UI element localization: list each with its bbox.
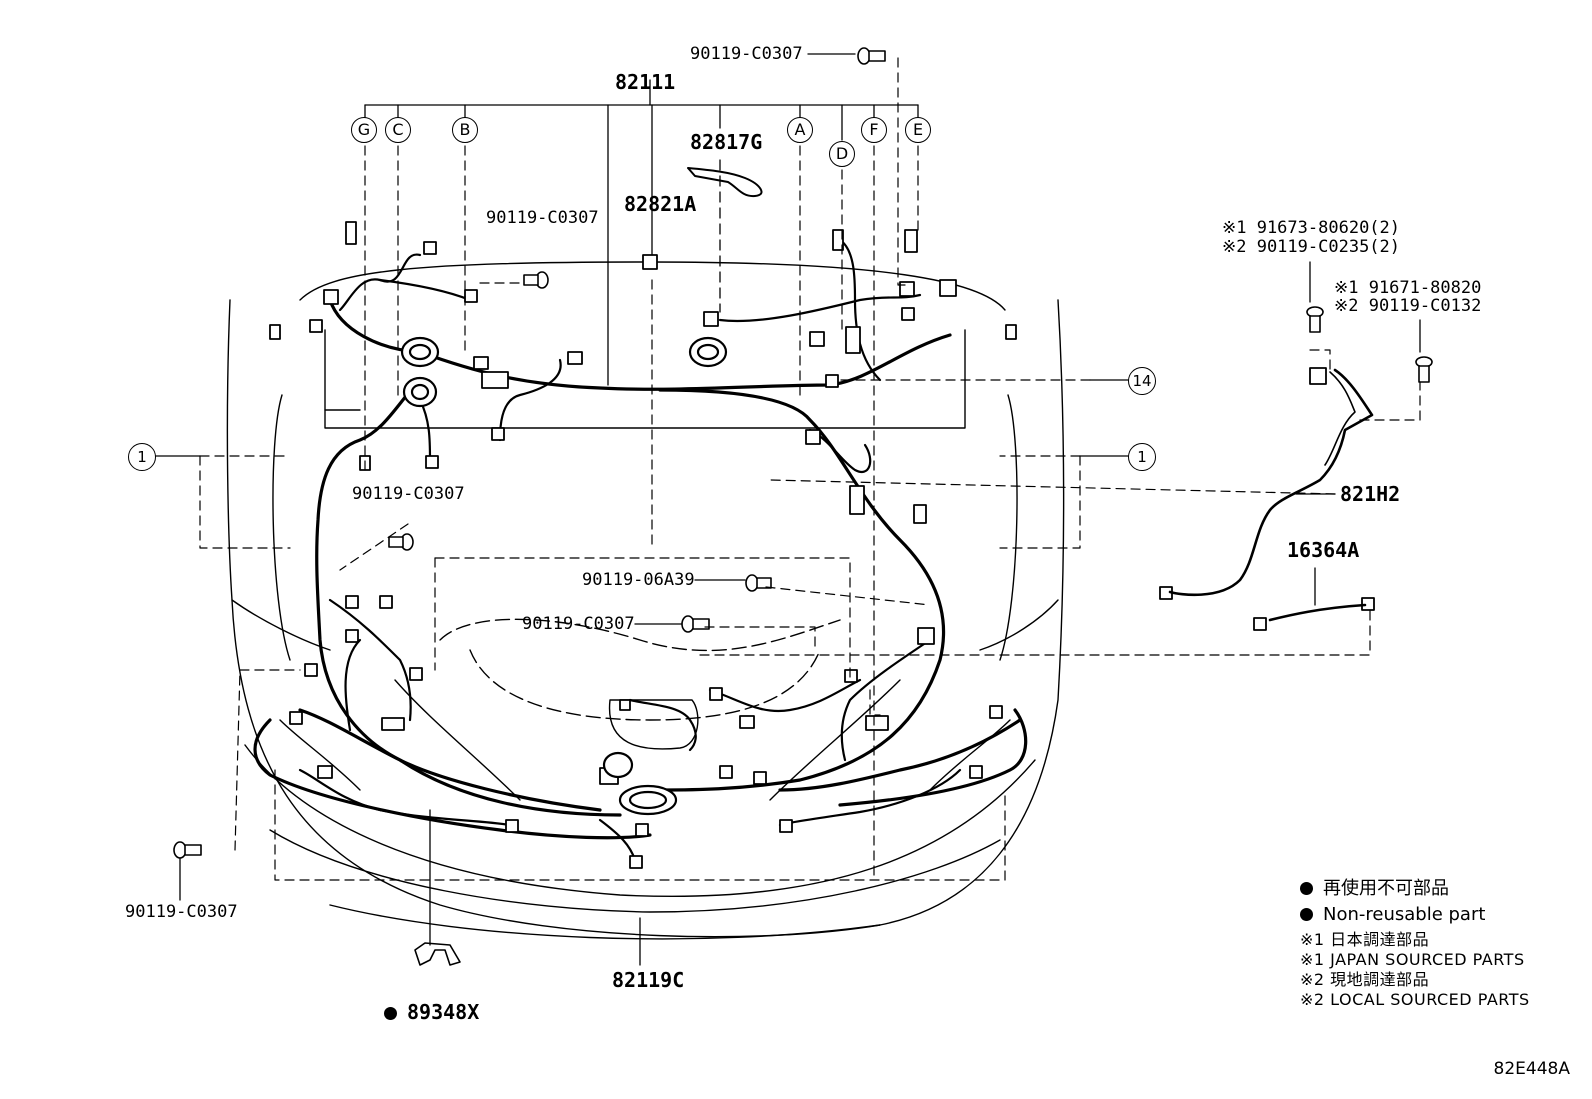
legend-nonreusable-jp-row: 再使用不可部品 — [1300, 880, 1530, 898]
callout-b: B — [452, 117, 478, 143]
non-reusable-dot — [384, 1007, 397, 1020]
callout-g: G — [351, 117, 377, 143]
part-label-90119-c0235: ※2 90119-C0235(2) — [1222, 237, 1401, 257]
part-label-821h2: 821H2 — [1340, 482, 1401, 506]
part-label-90119-c0307-mid: 90119-C0307 — [486, 208, 599, 228]
connectors — [269, 221, 1375, 869]
bolt-06A39 — [745, 574, 772, 592]
legend-nonreusable-en: Non-reusable part — [1323, 904, 1486, 925]
main-wire-harness — [253, 298, 1028, 840]
bolt-right-2 — [1415, 356, 1433, 383]
bolt-left — [388, 533, 414, 551]
legend-nonreusable-jp: 再使用不可部品 — [1323, 878, 1449, 899]
legend: 再使用不可部品 Non-reusable part ※1 日本調達部品 ※1 J… — [1300, 880, 1530, 1012]
bolt-right-1 — [1306, 306, 1324, 333]
callout-1-left: 1 — [128, 443, 156, 471]
bolt-center — [681, 615, 710, 633]
bolts — [173, 47, 1433, 966]
legend-note2-en: ※2 LOCAL SOURCED PARTS — [1300, 990, 1530, 1009]
vehicle-body-outline — [226, 261, 1065, 940]
part-label-90119-c0132: ※2 90119-C0132 — [1334, 296, 1482, 316]
part-label-91671-80820: ※1 91671-80820 — [1334, 278, 1482, 298]
part-label-82821a: 82821A — [624, 192, 697, 216]
part-label-82111: 82111 — [615, 70, 676, 94]
callout-a: A — [787, 117, 813, 143]
part-label-82817g: 82817G — [690, 130, 763, 154]
bolt-bottom-left — [173, 841, 202, 859]
part-label-90119-c0307-center: 90119-C0307 — [522, 614, 635, 634]
part-label-89348x: 89348X — [407, 1000, 480, 1024]
bracket-82817G — [687, 167, 763, 198]
part-label-89348x-group: 89348X — [384, 1002, 479, 1023]
part-label-90119-c0307-bottom: 90119-C0307 — [125, 902, 238, 922]
part-label-90119-06a39: 90119-06A39 — [582, 570, 695, 590]
secondary-wire-branches — [298, 238, 962, 862]
legend-note1-en: ※1 JAPAN SOURCED PARTS — [1300, 950, 1525, 969]
callout-d: D — [829, 141, 855, 167]
legend-dot-icon — [1300, 882, 1313, 895]
legend-note1-jp: ※1 日本調達部品 — [1300, 930, 1430, 949]
part-label-90119-c0307-top: 90119-C0307 — [690, 44, 803, 64]
drawing-code: 82E448A — [1493, 1059, 1570, 1079]
bolt-mid-left — [523, 271, 549, 289]
legend-nonreusable-en-row: Non-reusable part — [1300, 906, 1530, 924]
legend-note2-jp: ※2 現地調達部品 — [1300, 970, 1430, 989]
legend-dot-icon — [1300, 908, 1313, 921]
callout-1-right: 1 — [1128, 443, 1156, 471]
part-label-90119-c0307-left: 90119-C0307 — [352, 484, 465, 504]
part-label-91673-80620: ※1 91673-80620(2) — [1222, 218, 1401, 238]
harness-821H2 — [1168, 368, 1374, 622]
part-label-16364a: 16364A — [1287, 538, 1360, 562]
bolt-top — [857, 47, 886, 65]
callout-f: F — [861, 117, 887, 143]
callout-c: C — [385, 117, 411, 143]
callout-e: E — [905, 117, 931, 143]
part-label-82119c: 82119C — [612, 968, 685, 992]
reference-dashed-lines — [199, 57, 1421, 881]
clip-89348X — [414, 942, 461, 966]
callout-14: 14 — [1128, 367, 1156, 395]
grommets — [400, 336, 728, 816]
